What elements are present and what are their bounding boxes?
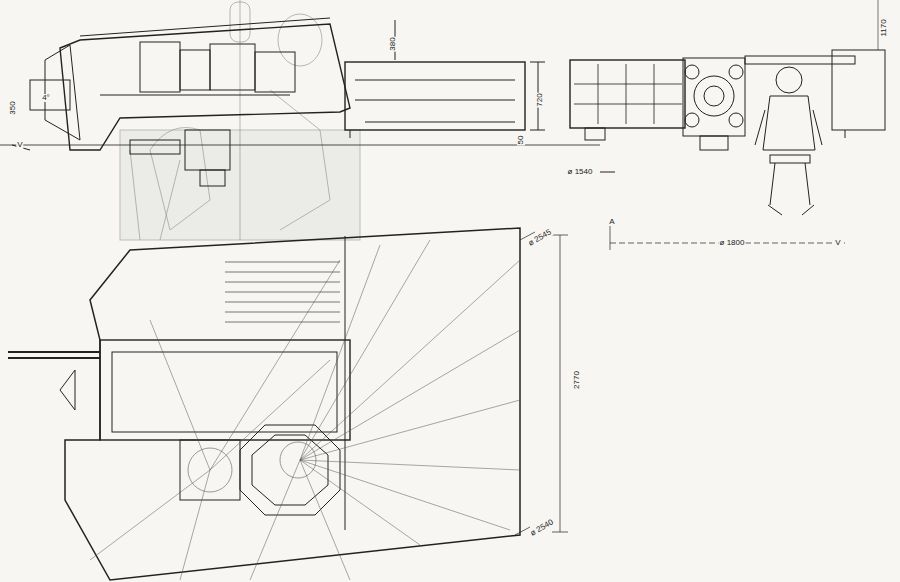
dimension-label: 4° <box>41 94 51 102</box>
dimension-label: 50 <box>517 135 525 146</box>
dimension-label: 720 <box>536 92 544 107</box>
dimension-label: 350 <box>9 100 17 115</box>
dimension-label: V <box>834 239 841 247</box>
dimension-label: A <box>608 218 615 226</box>
dimension-label: 1170 <box>880 18 888 37</box>
dimension-label: 2770 <box>573 370 581 390</box>
dimension-label: ø 1800 <box>719 239 746 247</box>
dimension-label: ø 2540 <box>528 518 555 538</box>
dimension-label: V <box>16 141 23 149</box>
dimension-label: ø 2545 <box>526 228 553 248</box>
dimension-label: 380 <box>389 36 397 51</box>
dimension-label: ø 1540 <box>567 168 594 176</box>
